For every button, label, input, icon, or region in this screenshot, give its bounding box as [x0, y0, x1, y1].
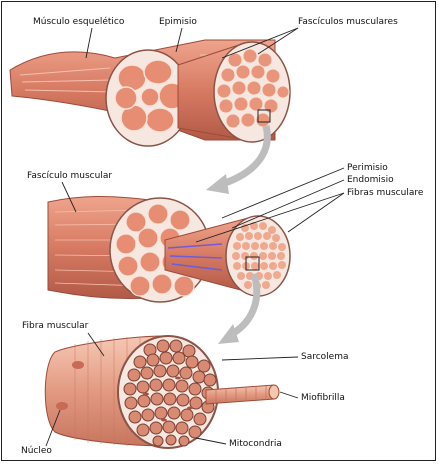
label-sarcolema: Sarcolema: [301, 352, 349, 362]
label-musculo-esqueletico: Músculo esquelético: [33, 17, 124, 27]
label-miofibrilla: Miofibrilla: [301, 393, 345, 403]
label-mitocondria: Mitocondria: [229, 439, 282, 449]
nucleus-1: [72, 361, 84, 369]
label-nucleo: Núcleo: [21, 446, 52, 456]
myofibril-end: [269, 385, 279, 399]
muscle-fiber-illustration: [45, 336, 279, 448]
label-perimisio: Perimisio: [347, 163, 388, 173]
label-fasciculos-musculares: Fascículos musculares: [298, 17, 398, 27]
zoom-arrow-2-head: [218, 324, 239, 344]
label-fibra-muscular: Fibra muscular: [22, 321, 88, 331]
label-endomisio: Endomisio: [347, 175, 394, 185]
zoom-arrow-1-head: [206, 174, 229, 194]
label-fasciculo-muscular: Fascículo muscular: [27, 171, 112, 181]
label-epimisio: Epimisio: [159, 17, 197, 27]
label-fibras-musculares: Fibras musculare: [347, 188, 423, 198]
nucleus-2: [56, 402, 68, 410]
skeletal-muscle-illustration: [10, 40, 290, 146]
